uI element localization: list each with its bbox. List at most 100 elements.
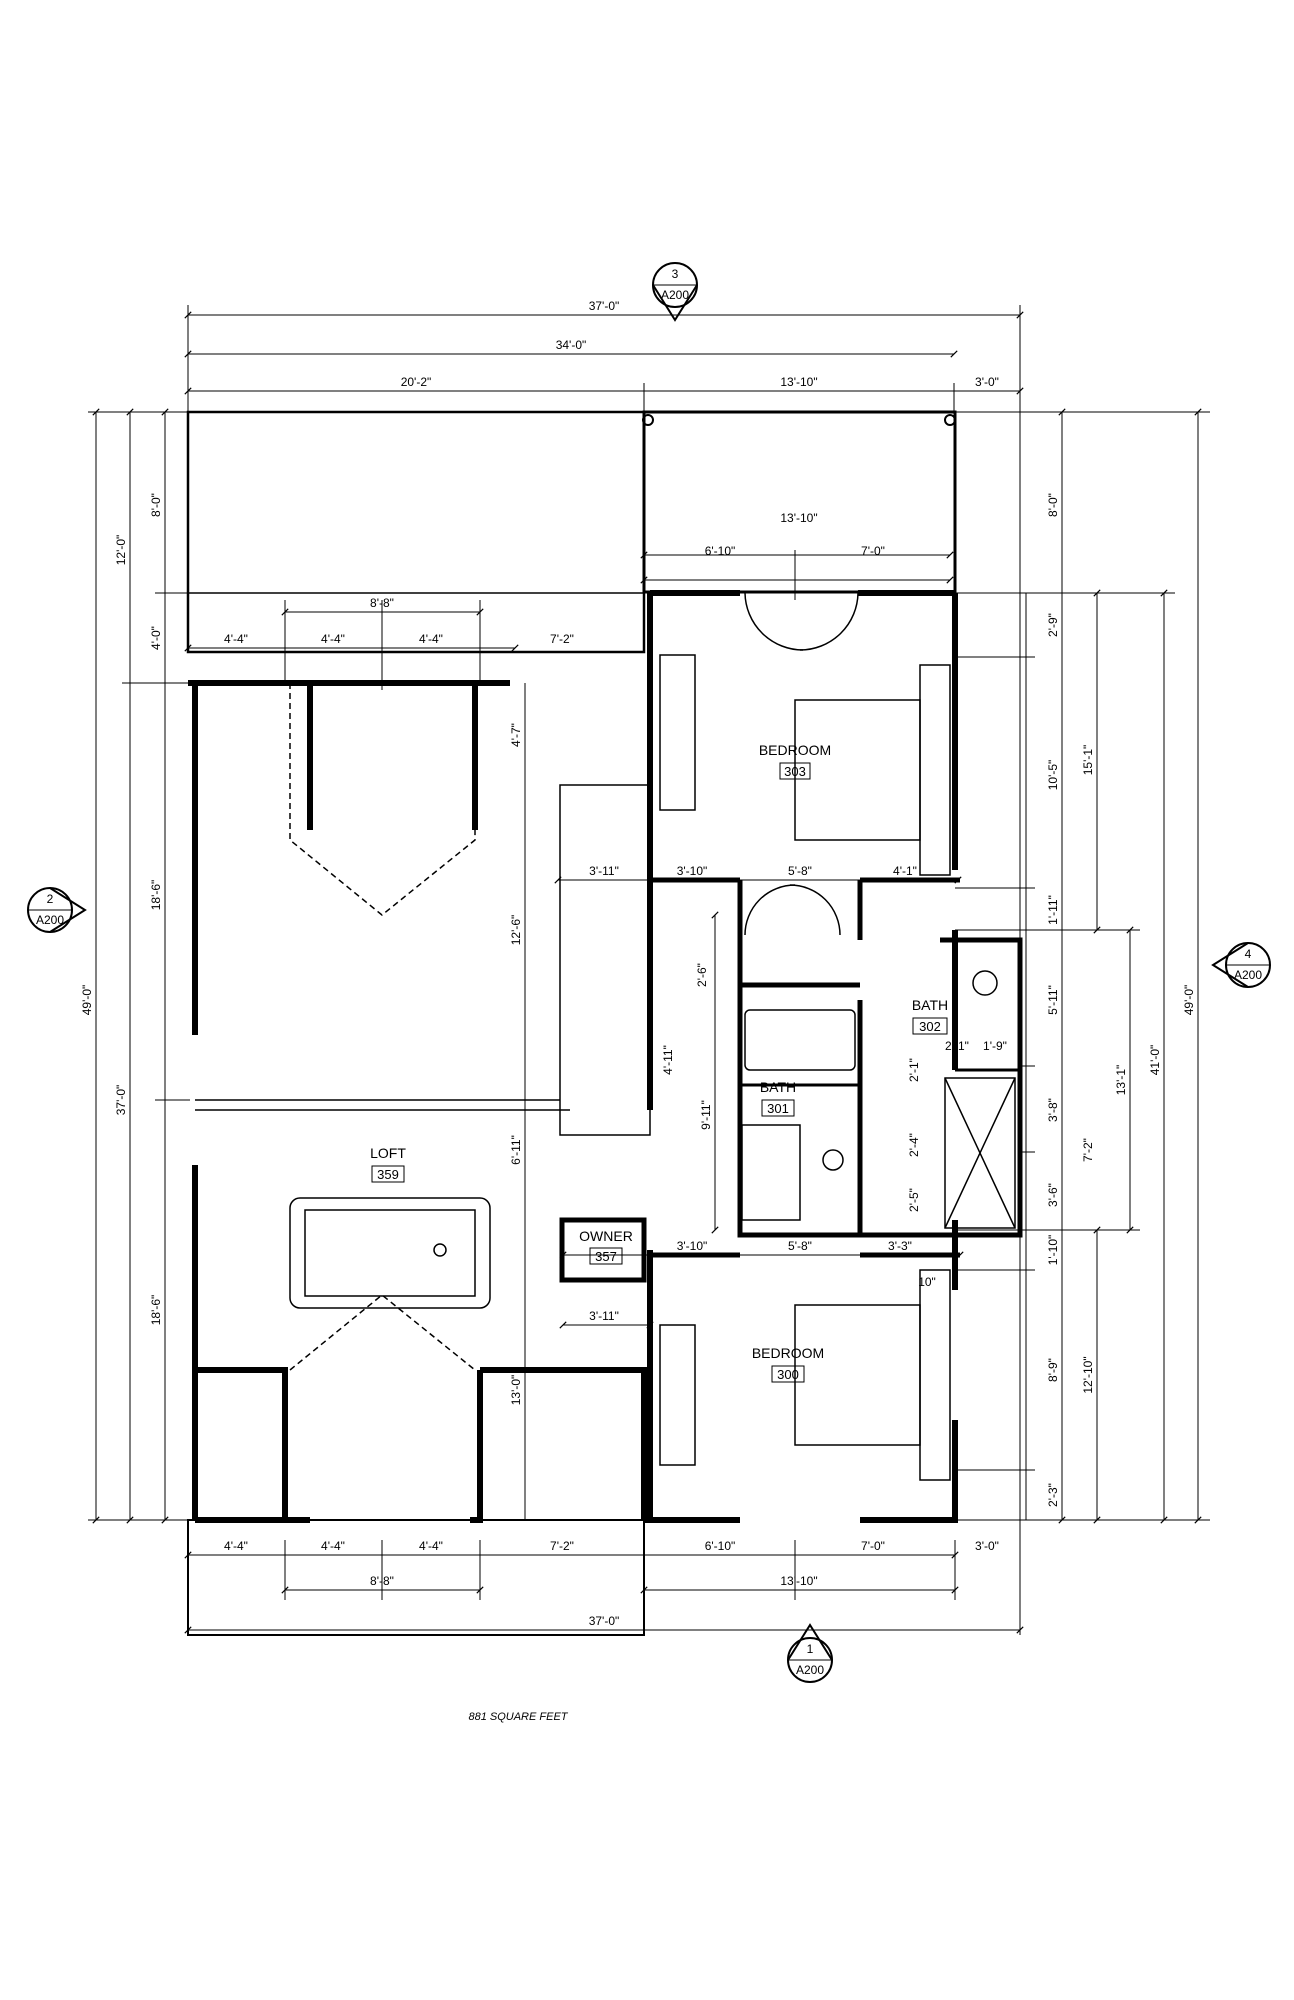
dim-left-12: 12'-0": [114, 535, 128, 566]
section-marker-left-sheet: A200: [36, 913, 64, 927]
dim-int-3-11-a: 3'-11": [589, 864, 619, 878]
room-name-bedroom-300: BEDROOM: [752, 1345, 824, 1361]
dim-right-2-3: 2'-3": [1046, 1483, 1060, 1507]
dim-int-3-10-a: 3'-10": [677, 864, 708, 878]
dim-right-2-9: 2'-9": [1046, 613, 1060, 637]
dim-right-3-8: 3'-8": [1046, 1098, 1060, 1122]
square-footage-note: 881 SQUARE FEET: [468, 1711, 568, 1723]
section-marker-bottom-sheet: A200: [796, 1663, 824, 1677]
dim-int-9-11: 9'-11": [699, 1100, 713, 1130]
dim-int-13-0: 13'-0": [509, 1375, 523, 1406]
dim-bottom-b: 4'-4": [321, 1539, 345, 1553]
section-marker-top: 3 A200: [652, 262, 698, 322]
section-marker-top-sheet: A200: [661, 288, 689, 302]
dim-right-12-10: 12'-10": [1081, 1356, 1095, 1393]
section-marker-left-num: 2: [47, 892, 54, 906]
furniture: [289, 592, 1016, 1481]
dim-upper-a: 4'-4": [224, 632, 248, 646]
dim-top-right: 3'-0": [975, 375, 999, 389]
dim-int-1-9: 1'-9": [983, 1039, 1007, 1053]
dim-int-4-11: 4'-11": [661, 1045, 675, 1075]
dimension-labels: 37'-0" 34'-0" 20'-2" 13'-10" 3'-0" 13'-1…: [80, 299, 1196, 1628]
section-marker-bottom: 1 A200: [787, 1623, 833, 1683]
dim-left-overall: 49'-0": [80, 985, 94, 1016]
room-number-300: 300: [777, 1367, 799, 1382]
dim-int-2-5: 2'-5": [907, 1188, 921, 1212]
dim-bottom-overall: 37'-0": [589, 1614, 620, 1628]
dim-int-4-7: 4'-7": [509, 723, 523, 747]
dim-int-2-4: 2'-4": [907, 1133, 921, 1157]
dim-top-mid: 13'-10": [780, 375, 817, 389]
dimension-lines: [88, 305, 1210, 1635]
section-marker-bottom-num: 1: [807, 1642, 814, 1656]
room-name-bath-301: BATH: [760, 1079, 796, 1095]
dim-left-8: 8'-0": [149, 493, 163, 517]
dim-right-15-1: 15'-1": [1081, 745, 1095, 776]
dim-right-13-1: 13'-1": [1114, 1065, 1128, 1096]
dim-top-left: 20'-2": [401, 375, 432, 389]
dim-bottom-f: 7'-0": [861, 1539, 885, 1553]
dim-upper-b: 4'-4": [321, 632, 345, 646]
walls: [186, 410, 1023, 1523]
dim-bottom-c: 4'-4": [419, 1539, 443, 1553]
room-number-359: 359: [377, 1167, 399, 1182]
dim-right-1-10: 1'-10": [1046, 1235, 1060, 1266]
dim-bottom-a: 4'-4": [224, 1539, 248, 1553]
dim-upper-8-8: 8'-8": [370, 596, 394, 610]
dim-int-2-1-a: 2'-1": [945, 1039, 969, 1053]
dim-porch-left: 6'-10": [705, 544, 736, 558]
dim-left-18-a: 18'-6": [149, 880, 163, 911]
room-labels: BEDROOM 303 BATH 302 BATH 301 LOFT 359 O…: [370, 742, 948, 1383]
dim-porch-right: 7'-0": [861, 544, 885, 558]
dim-left-4: 4'-0": [149, 626, 163, 650]
section-marker-right-sheet: A200: [1234, 968, 1262, 982]
dim-int-3-11-b: 3'-11": [589, 1309, 619, 1323]
dim-left-18-b: 18'-6": [149, 1295, 163, 1326]
dim-int-3-3: 3'-3": [888, 1239, 912, 1253]
dim-int-4-1: 4'-1": [893, 864, 917, 878]
dim-upper-c: 4'-4": [419, 632, 443, 646]
dim-bottom-g: 3'-0": [975, 1539, 999, 1553]
section-marker-right: 4 A200: [1211, 942, 1271, 988]
room-number-303: 303: [784, 764, 806, 779]
dim-bottom-e: 6'-10": [705, 1539, 736, 1553]
room-number-301: 301: [767, 1101, 789, 1116]
room-name-loft: LOFT: [370, 1145, 406, 1161]
dim-int-2-6: 2'-6": [695, 963, 709, 987]
dim-upper-d: 7'-2": [550, 632, 574, 646]
room-name-bath-302: BATH: [912, 997, 948, 1013]
section-marker-right-num: 4: [1245, 947, 1252, 961]
dim-right-8-9: 8'-9": [1046, 1358, 1060, 1382]
dim-int-10: 10": [918, 1275, 936, 1289]
section-marker-top-num: 3: [672, 267, 679, 281]
dim-top-overall: 37'-0": [589, 299, 620, 313]
dim-bottom-d: 7'-2": [550, 1539, 574, 1553]
dim-right-3-6: 3'-6": [1046, 1183, 1060, 1207]
dim-right-41: 41'-0": [1148, 1045, 1162, 1076]
dim-right-8: 8'-0": [1046, 493, 1060, 517]
dim-porch: 13'-10": [780, 511, 817, 525]
dim-right-1-11: 1'-11": [1046, 895, 1060, 925]
lower-porch: [187, 1519, 645, 1636]
section-marker-left: 2 A200: [27, 887, 87, 933]
dim-int-3-10-b: 3'-10": [677, 1239, 708, 1253]
room-number-302: 302: [919, 1019, 941, 1034]
dim-right-5-11: 5'-11": [1046, 985, 1060, 1015]
dim-top-34: 34'-0": [556, 338, 587, 352]
dim-bottom-13-10: 13'-10": [780, 1574, 817, 1588]
dim-right-10-5: 10'-5": [1046, 760, 1060, 791]
dim-bottom-8-8: 8'-8": [370, 1574, 394, 1588]
dim-right-7-2: 7'-2": [1081, 1138, 1095, 1162]
dim-int-2-1-b: 2'-1": [907, 1058, 921, 1082]
dim-int-5-8-a: 5'-8": [788, 864, 812, 878]
dim-int-12-6: 12'-6": [509, 915, 523, 946]
dim-right-overall: 49'-0": [1182, 985, 1196, 1016]
room-name-bedroom-303: BEDROOM: [759, 742, 831, 758]
room-number-357: 357: [595, 1249, 617, 1264]
room-name-owner: OWNER: [579, 1228, 633, 1244]
dim-int-5-8-b: 5'-8": [788, 1239, 812, 1253]
dim-int-6-11: 6'-11": [509, 1135, 523, 1165]
dim-left-37: 37'-0": [114, 1085, 128, 1116]
